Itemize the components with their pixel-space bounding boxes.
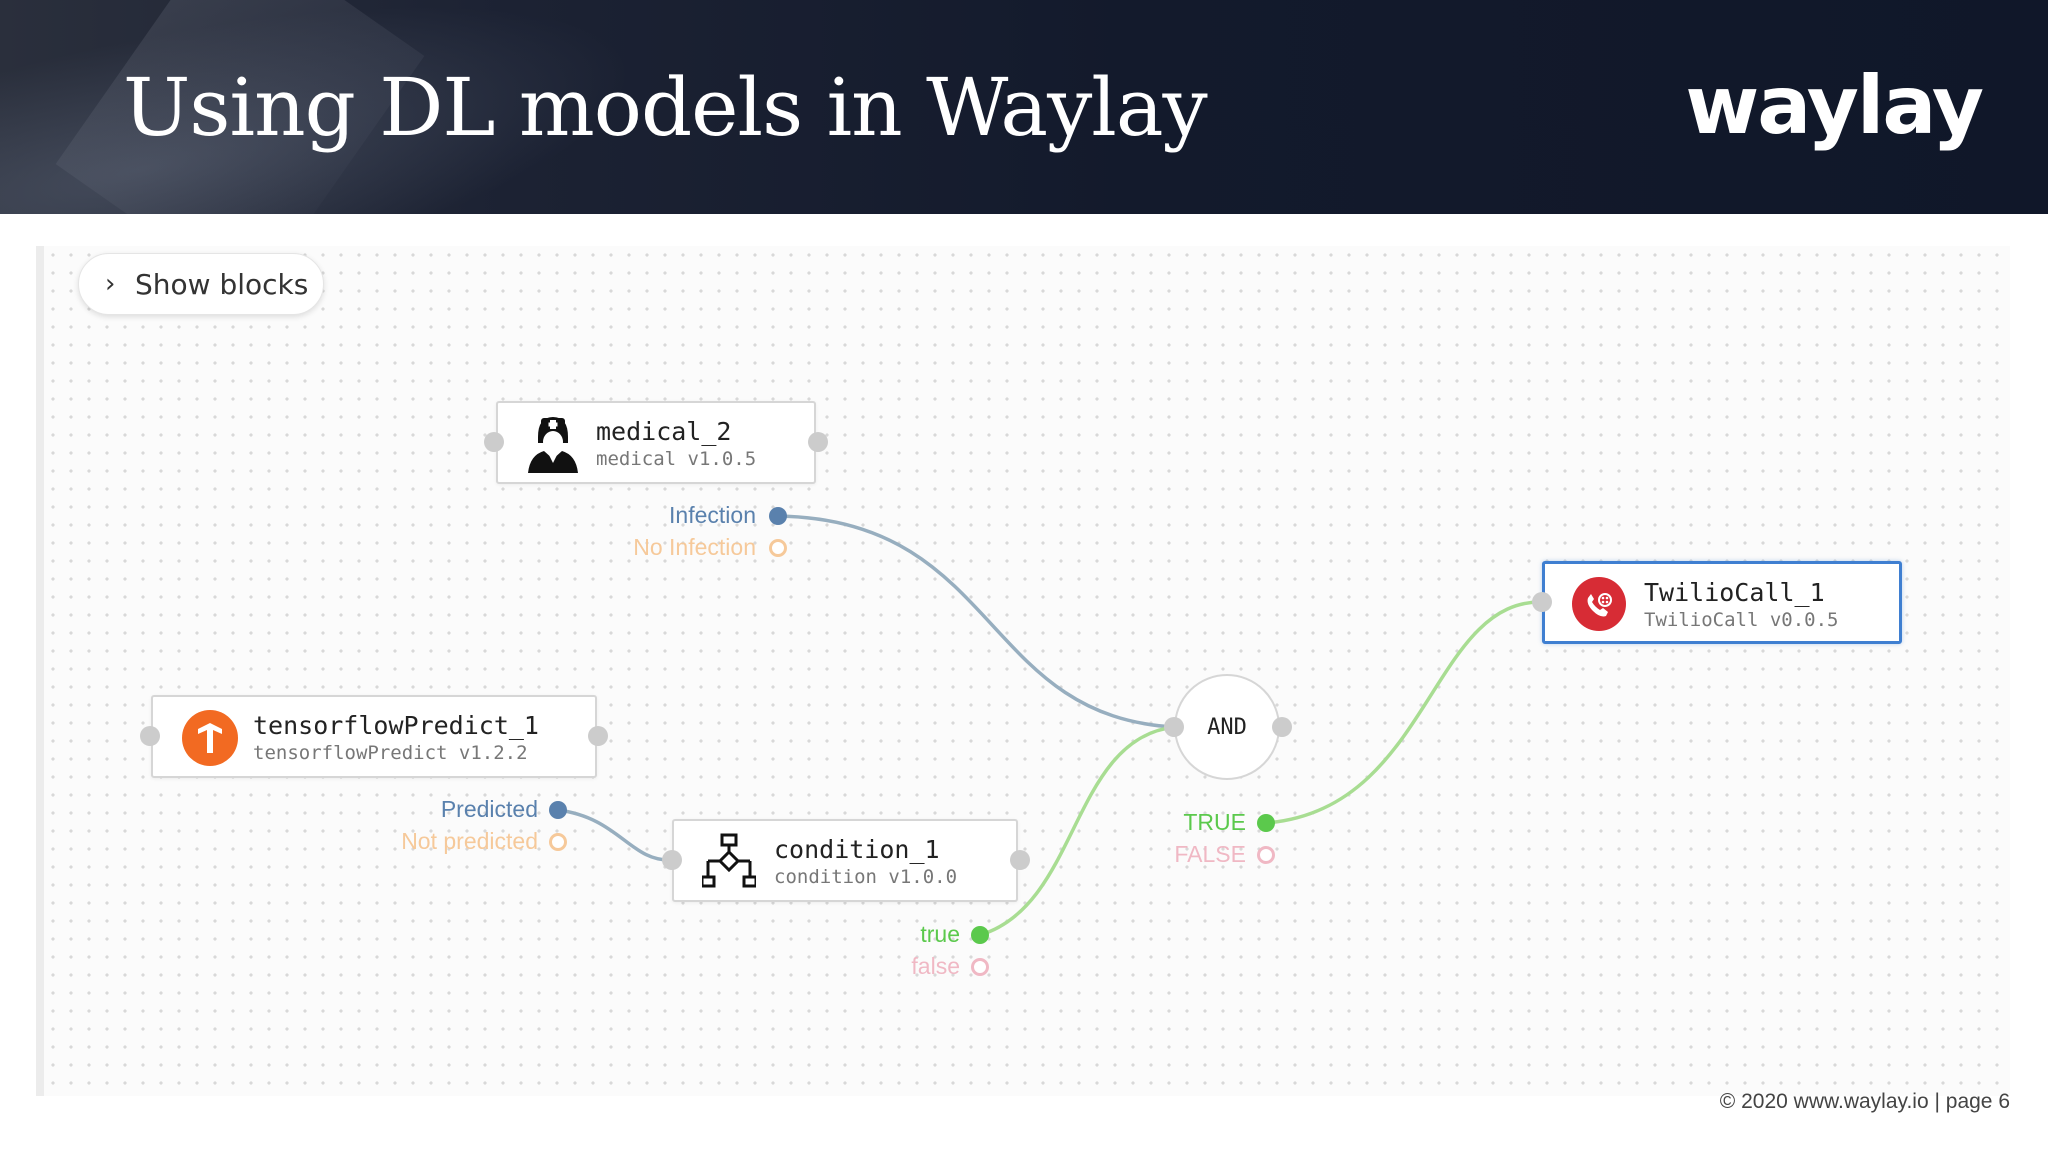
waylay-logo: waylay [1685,59,1984,152]
node-tensorflow-predict[interactable]: tensorflowPredict_1 tensorflowPredict v1… [151,695,597,778]
node-medical[interactable]: medical_2 medical v1.0.5 [496,401,816,484]
phone-icon [1571,576,1627,636]
node-name: TwilioCall_1 [1644,578,1825,607]
output-port[interactable] [1010,850,1030,870]
workflow-canvas[interactable] [44,246,2010,1096]
output-dot-true[interactable] [971,926,989,944]
node-and-gate[interactable]: AND [1174,674,1280,780]
output-dot-and-true[interactable] [1257,814,1275,832]
tensorflow-icon [181,709,239,771]
output-label-not-predicted: Not predicted [401,828,538,854]
output-label-false: false [911,953,960,979]
output-port[interactable] [588,726,608,746]
node-name: condition_1 [774,835,940,864]
node-version: tensorflowPredict v1.2.2 [253,742,528,764]
slide-title: Using DL models in Waylay [123,61,1208,154]
input-port[interactable] [1532,592,1552,612]
output-label-infection: Infection [669,502,756,528]
output-dot-and-false[interactable] [1257,846,1275,864]
node-twilio-call[interactable]: TwilioCall_1 TwilioCall v0.0.5 [1542,561,1902,644]
chevron-right-icon: › [105,269,116,299]
nurse-icon [524,413,582,477]
node-version: condition v1.0.0 [774,866,958,888]
node-name: tensorflowPredict_1 [253,711,539,740]
slide-footer: © 2020 www.waylay.io | page 6 [1719,1090,2010,1113]
output-port[interactable] [1272,717,1292,737]
show-blocks-label: Show blocks [135,267,309,301]
node-name: medical_2 [596,417,732,446]
flowchart-icon [700,833,758,893]
canvas-left-edge [36,246,46,1096]
input-port[interactable] [484,432,504,452]
output-label-predicted: Predicted [440,796,538,822]
input-port[interactable] [1164,717,1184,737]
node-version: medical v1.0.5 [596,448,757,470]
input-port[interactable] [662,850,682,870]
output-dot-not-predicted[interactable] [549,833,567,851]
output-label-and-false: FALSE [1174,841,1246,867]
output-label-true: true [920,921,960,947]
node-condition[interactable]: condition_1 condition v1.0.0 [672,819,1018,902]
output-label-no-infection: No Infection [633,534,756,560]
node-version: TwilioCall v0.0.5 [1644,609,1839,631]
output-port[interactable] [808,432,828,452]
and-label: AND [1207,714,1247,740]
input-port[interactable] [140,726,160,746]
output-dot-false[interactable] [971,958,989,976]
output-dot-predicted[interactable] [549,801,567,819]
show-blocks-button[interactable]: › Show blocks [78,253,324,315]
slide-header: Using DL models in Waylay waylay [0,0,2048,214]
output-label-and-true: TRUE [1183,809,1246,835]
output-dot-no-infection[interactable] [769,539,787,557]
output-dot-infection[interactable] [769,507,787,525]
